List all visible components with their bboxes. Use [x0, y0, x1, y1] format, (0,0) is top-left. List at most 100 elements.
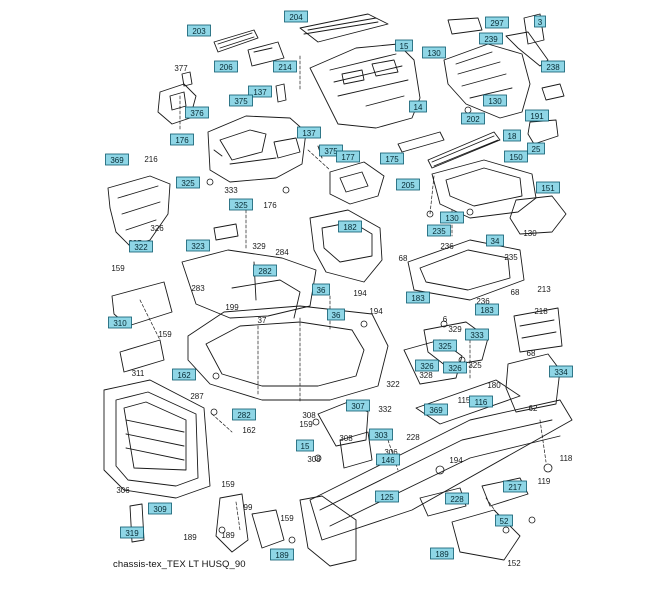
callout-label-194: 194: [353, 289, 367, 298]
callout-label-6: 6: [443, 315, 448, 324]
callout-label-68: 68: [399, 254, 408, 263]
callout-label-159: 159: [280, 514, 294, 523]
diagram-caption: chassis-tex_TEX LT HUSQ_90: [113, 559, 246, 570]
callout-label-322: 322: [386, 380, 400, 389]
callout-box: [495, 514, 513, 527]
callout-label-191: 191: [530, 112, 544, 121]
callout-box: [270, 548, 294, 561]
callout-label-119: 119: [538, 477, 551, 486]
callout-box: [172, 368, 196, 381]
callout-label-175: 175: [385, 155, 399, 164]
callout-box: [534, 15, 546, 28]
callout-label-199: 199: [225, 303, 239, 312]
callout-label-130: 130: [427, 49, 441, 58]
callout-label-329: 329: [448, 325, 462, 334]
callout-box: [440, 211, 464, 224]
callout-label-213: 213: [537, 285, 551, 294]
callout-label-205: 205: [401, 181, 415, 190]
callout-box: [469, 395, 493, 408]
callout-label-62: 62: [529, 404, 538, 413]
callout-label-206: 206: [219, 63, 233, 72]
callout-box: [549, 365, 573, 378]
callout-box: [396, 178, 420, 191]
callout-box: [214, 60, 238, 73]
callout-box: [297, 126, 321, 139]
callout-box: [422, 46, 446, 59]
callout-box: [369, 428, 393, 441]
callout-label-99: 99: [244, 503, 253, 512]
callout-box: [376, 453, 400, 466]
callout-label-325: 325: [438, 342, 452, 351]
callout-box: [445, 492, 469, 505]
callout-label-151: 151: [541, 184, 555, 193]
callout-label-18: 18: [508, 132, 517, 141]
callout-label-183: 183: [480, 306, 494, 315]
callout-label-36: 36: [317, 286, 326, 295]
callout-box: [430, 547, 454, 560]
callout-box: [187, 24, 211, 37]
callout-label-159: 159: [221, 480, 235, 489]
callout-label-130: 130: [488, 97, 502, 106]
callout-label-307: 307: [351, 402, 365, 411]
callout-label-238: 238: [546, 63, 560, 72]
callout-label-326: 326: [448, 364, 462, 373]
callout-box: [170, 133, 194, 146]
callout-label-236: 236: [440, 242, 454, 251]
callout-box: [185, 106, 209, 119]
callout-label-377: 377: [174, 64, 188, 73]
callout-label-308: 308: [307, 455, 321, 464]
callout-label-37: 37: [258, 316, 267, 325]
callout-label-216: 216: [144, 155, 158, 164]
callout-box: [380, 152, 404, 165]
callout-label-189: 189: [435, 550, 449, 559]
callout-label-68: 68: [527, 349, 536, 358]
callout-label-189: 189: [183, 533, 197, 542]
callout-box: [338, 220, 362, 233]
callout-label-125: 125: [380, 493, 394, 502]
callout-label-3: 3: [538, 18, 543, 27]
callout-label-130: 130: [523, 229, 537, 238]
callout-box: [186, 239, 210, 252]
callout-label-162: 162: [177, 371, 191, 380]
callout-box: [229, 198, 253, 211]
callout-box: [527, 142, 545, 155]
callout-box: [433, 339, 457, 352]
callout-label-218: 218: [534, 307, 548, 316]
callout-box: [541, 60, 565, 73]
callout-label-177: 177: [341, 153, 355, 162]
callout-label-159: 159: [299, 420, 313, 429]
callout-box: [525, 109, 549, 122]
callout-label-239: 239: [484, 35, 498, 44]
callout-label-203: 203: [192, 27, 206, 36]
callout-label-15: 15: [400, 42, 409, 51]
callout-label-159: 159: [158, 330, 172, 339]
callout-box: [336, 150, 360, 163]
callout-label-369: 369: [429, 406, 443, 415]
callout-label-217: 217: [508, 483, 522, 492]
callout-box: [406, 291, 430, 304]
callout-box: [461, 112, 485, 125]
callout-label-204: 204: [289, 13, 303, 22]
callout-label-236: 236: [476, 297, 490, 306]
callout-box: [296, 439, 314, 452]
callout-label-228: 228: [406, 433, 420, 442]
callout-label-118: 118: [560, 454, 573, 463]
callout-box: [485, 16, 509, 29]
callout-box: [120, 526, 144, 539]
callout-label-176: 176: [175, 136, 189, 145]
callout-box: [327, 308, 345, 321]
callout-label-311: 311: [132, 369, 145, 378]
callout-label-15: 15: [301, 442, 310, 451]
callout-box: [483, 94, 507, 107]
callout-box: [427, 224, 451, 237]
callout-box: [232, 408, 256, 421]
callout-label-228: 228: [450, 495, 464, 504]
callout-box: [319, 144, 343, 157]
callout-box: [284, 10, 308, 23]
callout-box: [536, 181, 560, 194]
callout-label-194: 194: [449, 456, 463, 465]
callout-label-322: 322: [134, 243, 148, 252]
callout-label-159: 159: [111, 264, 125, 273]
callout-label-68: 68: [511, 288, 520, 297]
